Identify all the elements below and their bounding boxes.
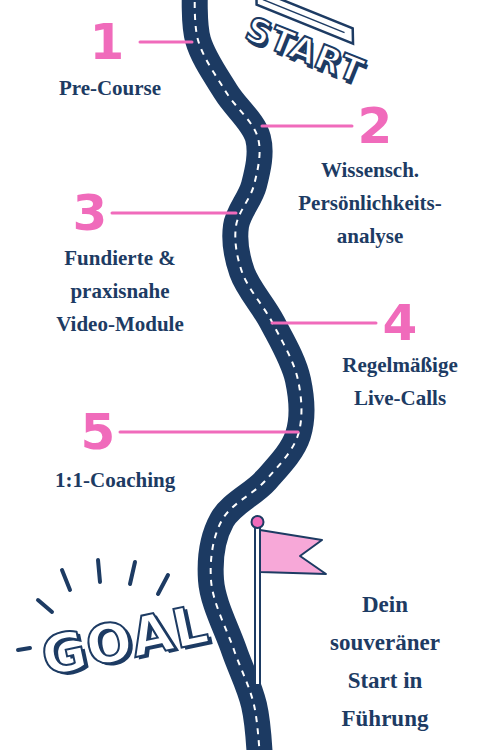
step-number: 3: [65, 185, 115, 241]
step-label: Wissensch. Persönlichkeits- analyse: [275, 154, 465, 253]
step-number: 5: [73, 404, 123, 460]
burst-stroke: [62, 570, 70, 590]
step-label: Pre-Course: [35, 72, 185, 105]
step-label: 1:1-Coaching: [55, 464, 215, 497]
burst-stroke: [18, 648, 30, 650]
step-label: Fundierte & praxisnahe Video-Module: [40, 242, 200, 341]
step-label: Regelmäßige Live-Calls: [325, 349, 475, 415]
leader-line: [112, 212, 236, 215]
step-number: 1: [82, 14, 132, 70]
leader-lines: [112, 42, 376, 432]
goal-text: Dein souveräner Start in Führung: [310, 586, 460, 738]
step-number: 2: [350, 98, 400, 154]
goal-flag: [252, 516, 327, 685]
step-number: 4: [375, 295, 425, 351]
flag-knob: [252, 516, 264, 528]
burst-stroke: [98, 560, 100, 582]
leader-line: [140, 41, 192, 44]
flag-cloth: [260, 530, 326, 574]
goal-sign: GOAL: [16, 587, 235, 694]
leader-line: [120, 431, 298, 434]
burst-stroke: [130, 562, 135, 584]
leader-line: [272, 322, 376, 325]
burst-stroke: [158, 575, 168, 594]
leader-line: [262, 125, 352, 128]
burst-stroke: [38, 600, 52, 612]
